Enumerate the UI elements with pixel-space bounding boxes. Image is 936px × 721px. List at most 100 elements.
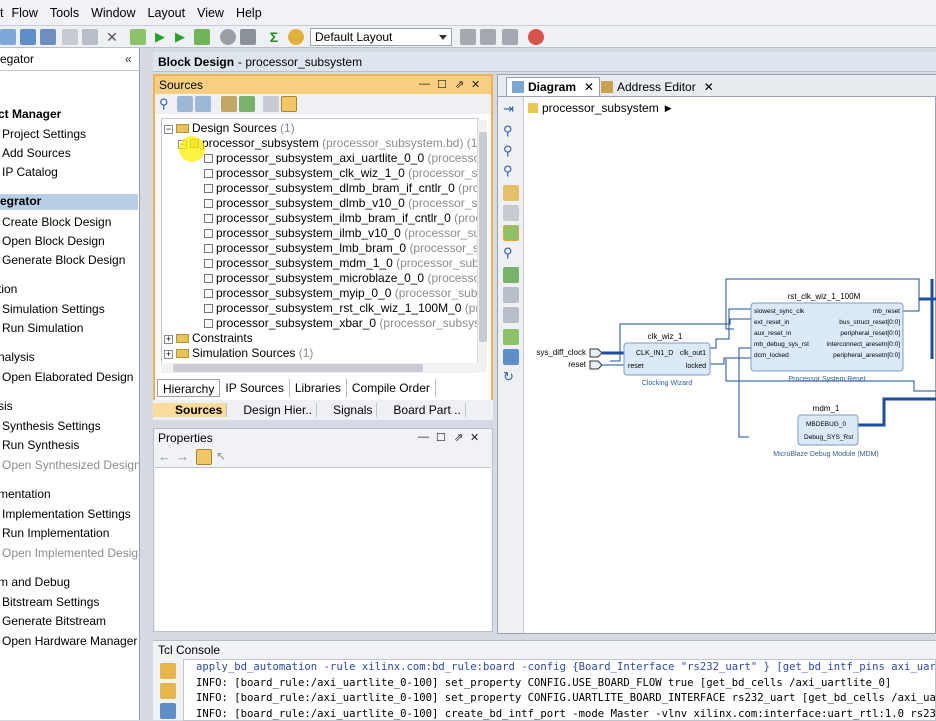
- tcl-output[interactable]: apply_bd_automation -rule xilinx.com:bd_…: [183, 659, 936, 721]
- auto-connect-icon[interactable]: [503, 225, 519, 241]
- back-icon[interactable]: ←: [158, 449, 174, 465]
- nav-open-synthesized-design[interactable]: Open Synthesized Design: [2, 458, 140, 472]
- block-proc-sys-reset[interactable]: rst_clk_wiz_1_100M slowest_sync_clk ext_…: [751, 292, 903, 383]
- tree-top-bd[interactable]: −processor_subsystem (processor_subsyste…: [178, 136, 479, 151]
- settings-icon[interactable]: [220, 29, 236, 45]
- section-implementation[interactable]: mentation: [0, 487, 51, 501]
- net-mbdebug[interactable]: [858, 399, 936, 425]
- search-icon[interactable]: ⚲: [503, 245, 519, 261]
- open-project-icon[interactable]: [20, 29, 36, 45]
- help-icon[interactable]: [528, 29, 544, 45]
- pause-icon[interactable]: [160, 703, 176, 719]
- properties-toggle-icon[interactable]: [281, 96, 297, 112]
- menu-help[interactable]: Help: [230, 6, 268, 20]
- minimize-icon[interactable]: —: [418, 431, 429, 443]
- expand-node-icon[interactable]: +: [164, 335, 173, 344]
- nav-open-block-design[interactable]: Open Block Design: [2, 234, 105, 248]
- minimize-icon[interactable]: —: [419, 78, 430, 90]
- pin-icon-2[interactable]: [480, 29, 496, 45]
- add-sources-icon[interactable]: [239, 96, 255, 112]
- collapse-node-icon[interactable]: −: [164, 125, 173, 134]
- tab-compile-order[interactable]: Compile Order: [347, 379, 436, 397]
- nav-open-elaborated-design[interactable]: Open Elaborated Design: [2, 370, 133, 384]
- block-diagram-canvas[interactable]: sys_diff_clock reset clk_wiz_1 CLK_IN1_D…: [524, 119, 936, 631]
- tools-icon[interactable]: [240, 29, 256, 45]
- pin-icon[interactable]: [460, 29, 476, 45]
- block-clk-wiz[interactable]: clk_wiz_1 CLK_IN1_D reset clk_out1 locke…: [624, 332, 710, 387]
- tree-item[interactable]: processor_subsystem_clk_wiz_1_0 (process…: [204, 166, 479, 181]
- nav-run-simulation[interactable]: Run Simulation: [2, 321, 83, 335]
- pointer-icon[interactable]: [502, 29, 518, 45]
- check-icon[interactable]: [130, 29, 146, 45]
- nav-implementation-settings[interactable]: Implementation Settings: [2, 507, 131, 521]
- nav-open-implemented-design[interactable]: Open Implemented Design: [2, 546, 140, 560]
- maximize-icon[interactable]: ☐: [436, 431, 446, 444]
- run-all-icon[interactable]: ▶: [152, 29, 168, 45]
- collapse-all-icon[interactable]: [160, 663, 176, 679]
- tab-design-hierarchy[interactable]: Design Hier..: [227, 403, 317, 417]
- run-icon[interactable]: ▶: [172, 29, 188, 45]
- pin-icon[interactable]: [503, 307, 519, 323]
- validate-icon[interactable]: [503, 329, 519, 345]
- nav-synthesis-settings[interactable]: Synthesis Settings: [2, 419, 101, 433]
- regenerate-layout-icon[interactable]: [503, 349, 519, 365]
- tree-item[interactable]: processor_subsystem_mdm_1_0 (processor_s…: [204, 256, 479, 271]
- section-simulation[interactable]: tion: [0, 282, 17, 296]
- maximize-icon[interactable]: ☐: [437, 78, 447, 91]
- close-icon[interactable]: ✕: [584, 80, 594, 94]
- zoom-out-icon[interactable]: ⚲: [503, 143, 519, 159]
- nav-run-implementation[interactable]: Run Implementation: [2, 526, 109, 540]
- forward-icon[interactable]: →: [176, 449, 192, 465]
- refresh-icon[interactable]: ↻: [503, 369, 519, 385]
- block-mdm[interactable]: mdm_1 MBDEBUG_0 Debug_SYS_Rst MicroBlaze…: [773, 404, 878, 458]
- tree-item[interactable]: processor_subsystem_rst_clk_wiz_1_100M_0…: [204, 301, 479, 316]
- menu-view[interactable]: View: [191, 6, 230, 20]
- float-icon[interactable]: ⇗: [455, 78, 464, 91]
- tree-item[interactable]: processor_subsystem_lmb_bram_0 (processo…: [204, 241, 479, 256]
- section-synthesis[interactable]: sis: [0, 399, 13, 413]
- nav-add-sources[interactable]: Add Sources: [2, 146, 71, 160]
- close-icon[interactable]: ✕: [471, 78, 480, 91]
- nav-generate-block-design[interactable]: Generate Block Design: [2, 253, 125, 267]
- net-debug-rst[interactable]: [739, 348, 751, 437]
- pan-icon[interactable]: [503, 205, 519, 221]
- expand-all-icon[interactable]: [195, 96, 211, 112]
- section-program-and-debug[interactable]: m and Debug: [0, 575, 70, 589]
- copy-icon[interactable]: [62, 29, 78, 45]
- nav-ip-catalog[interactable]: IP Catalog: [2, 165, 58, 179]
- menu-layout[interactable]: Layout: [142, 6, 192, 20]
- tab-diagram[interactable]: Diagram ✕: [506, 77, 600, 96]
- tree-simulation-sources[interactable]: +Simulation Sources (1): [164, 346, 313, 361]
- hierarchy-icon[interactable]: ⇥: [503, 101, 519, 117]
- expand-node-icon[interactable]: +: [164, 350, 173, 359]
- tree-item[interactable]: processor_subsystem_dlmb_v10_0 (processo…: [204, 196, 479, 211]
- nav-generate-bitstream[interactable]: Generate Bitstream: [2, 614, 106, 628]
- float-icon[interactable]: ⇗: [454, 431, 463, 444]
- expand-all-icon[interactable]: [160, 683, 176, 699]
- tree-design-sources[interactable]: −Design Sources (1): [164, 121, 295, 136]
- save-icon[interactable]: [40, 29, 56, 45]
- breadcrumb-label[interactable]: processor_subsystem: [542, 101, 659, 115]
- tree-item[interactable]: processor_subsystem_microblaze_0_0 (proc…: [204, 271, 479, 286]
- properties-toggle-icon[interactable]: [196, 449, 212, 465]
- delete-icon[interactable]: ✕: [104, 29, 120, 45]
- nav-bitstream-settings[interactable]: Bitstream Settings: [2, 595, 99, 609]
- section-project-manager[interactable]: ct Manager: [0, 107, 61, 121]
- tree-item[interactable]: processor_subsystem_ilmb_bram_if_cntlr_0…: [204, 211, 479, 226]
- nav-project-settings[interactable]: Project Settings: [2, 127, 86, 141]
- nav-create-block-design[interactable]: Create Block Design: [2, 215, 111, 229]
- tab-signals[interactable]: Signals: [317, 403, 377, 417]
- paste-icon[interactable]: [82, 29, 98, 45]
- section-ip-integrator[interactable]: egrator: [0, 194, 138, 210]
- tree-item[interactable]: processor_subsystem_ilmb_v10_0 (processo…: [204, 226, 479, 241]
- close-icon[interactable]: ✕: [704, 80, 714, 94]
- tree-constraints[interactable]: +Constraints: [164, 331, 253, 346]
- menu-flow[interactable]: Flow: [5, 6, 43, 20]
- cut-icon[interactable]: [503, 287, 519, 303]
- scrollbar-thumb[interactable]: [173, 364, 423, 372]
- menu-tools[interactable]: Tools: [44, 6, 85, 20]
- collapse-icon[interactable]: «: [125, 52, 132, 66]
- step-icon[interactable]: [194, 29, 210, 45]
- zoom-fit-icon[interactable]: ⚲: [503, 163, 519, 179]
- gear-icon[interactable]: [288, 29, 304, 45]
